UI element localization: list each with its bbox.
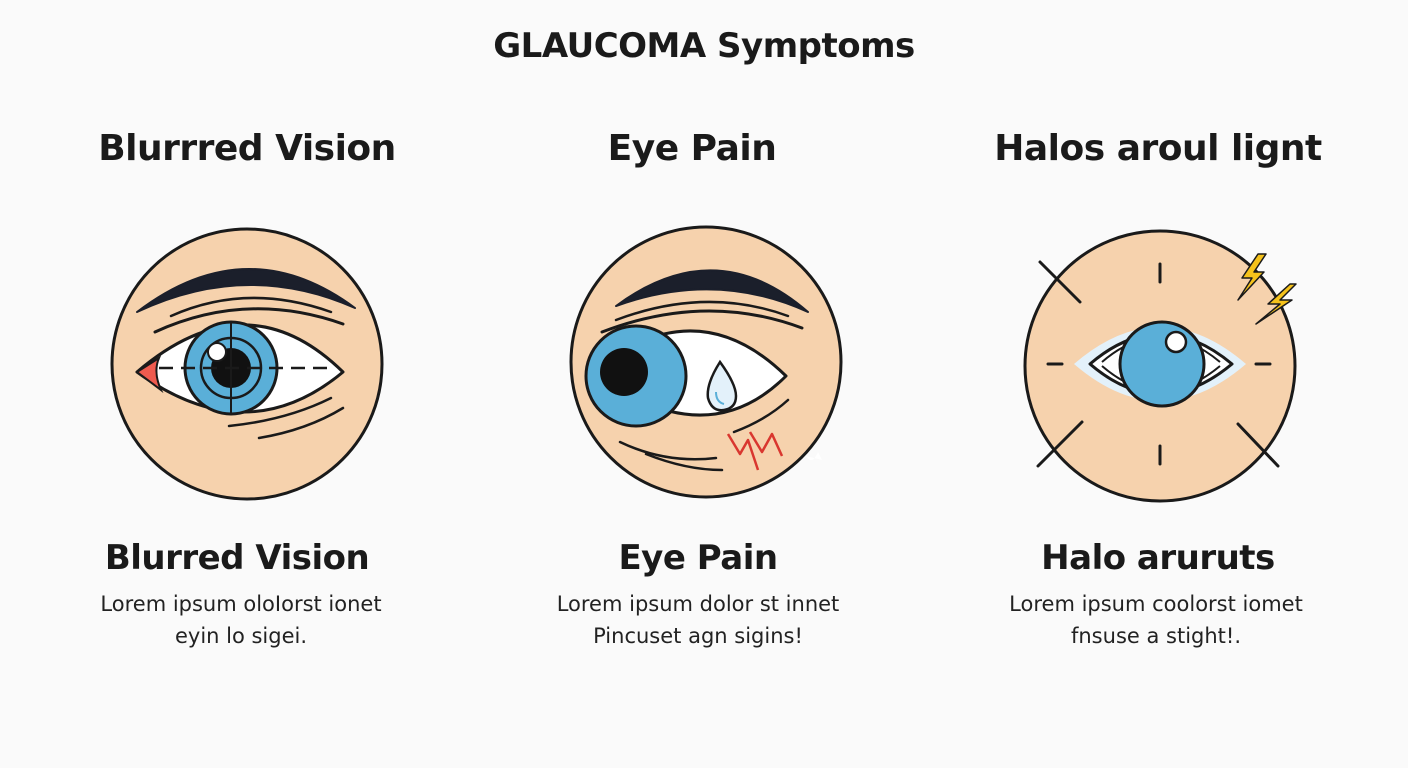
symptom-card-eye-pain: Eye Pain <box>504 0 904 768</box>
symptom-heading: Eye Pain <box>607 128 777 169</box>
blurred-eye-icon <box>97 220 397 520</box>
description-line: Lorem ipsum dolor st innet <box>556 592 840 616</box>
description-line: Lorem ipsum oloIorst ionet <box>100 592 382 616</box>
symptom-subheading: Blurred Vision <box>104 538 370 578</box>
symptom-description: Lorem ipsum coolorst iomet fnsuse a stig… <box>956 588 1356 652</box>
symptom-subheading: Eye Pain <box>618 538 778 578</box>
symptom-heading: Blurrred Vision <box>98 128 396 169</box>
symptom-description: Lorem ipsum oloIorst ionet eyin lo sigei… <box>41 588 441 652</box>
symptom-heading: Halos aroul lignt <box>994 128 1322 169</box>
description-line: Pincuset agn sigins! <box>593 624 803 648</box>
painful-eye-icon <box>556 220 856 520</box>
page-title: GLAUCOMA Symptoms <box>493 26 915 66</box>
symptom-card-halos: Halos aroul lignt <box>958 0 1358 768</box>
description-line: Lorem ipsum coolorst iomet <box>1009 592 1303 616</box>
description-line: eyin lo sigei. <box>174 624 308 648</box>
symptom-card-blurred-vision: Blurrred Vision <box>47 0 447 768</box>
symptom-subheading: Halo aruruts <box>1041 538 1275 578</box>
halo-eye-icon <box>1010 220 1310 520</box>
symptom-description: Lorem ipsum dolor st innet Pincuset agn … <box>498 588 898 652</box>
description-line: fnsuse a stight!. <box>1070 624 1241 648</box>
